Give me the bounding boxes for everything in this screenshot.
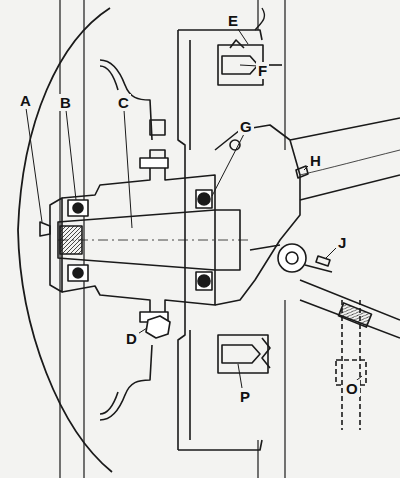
callout-letter: D xyxy=(124,330,139,347)
callout-letter: F xyxy=(256,62,269,79)
callout-letter: G xyxy=(238,118,254,135)
callout-letter: H xyxy=(308,152,323,169)
callout-letter: A xyxy=(18,92,33,109)
callout-letter: O xyxy=(344,380,360,397)
callout-letter: E xyxy=(226,12,240,29)
callout-letter: C xyxy=(116,94,131,111)
callout-letter: B xyxy=(58,94,73,111)
callout-letter: P xyxy=(238,388,252,405)
callout-letter: J xyxy=(336,234,348,251)
